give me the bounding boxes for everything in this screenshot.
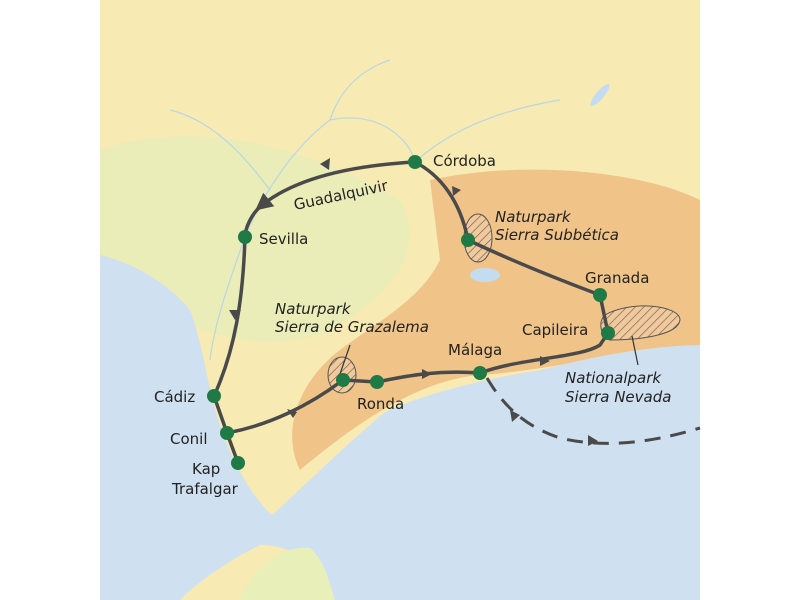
label-kap: Kap <box>192 460 220 478</box>
rivers <box>169 59 561 361</box>
leader-line <box>339 344 351 375</box>
label-park-grazalema-2: Sierra de Grazalema <box>275 318 429 336</box>
label-park-nevada-1: Nationalpark <box>565 369 662 387</box>
stop-subbetica[interactable] <box>461 233 475 247</box>
label-park-nevada-2: Sierra Nevada <box>565 388 671 406</box>
lake <box>470 268 500 282</box>
arrow-icon <box>422 369 432 379</box>
label-park-subbetica-1: Naturpark <box>495 208 572 226</box>
stop-cordoba[interactable] <box>408 155 422 169</box>
route-arrows <box>229 158 550 418</box>
stop-ronda[interactable] <box>370 375 384 389</box>
lake <box>590 83 610 107</box>
label-cordoba: Córdoba <box>433 152 496 170</box>
stop-conil[interactable] <box>220 426 234 440</box>
label-park-grazalema-1: Naturpark <box>275 300 352 318</box>
stop-granada[interactable] <box>593 288 607 302</box>
label-cadiz: Cádiz <box>154 388 195 406</box>
label-ronda: Ronda <box>357 395 404 413</box>
label-capileira: Capileira <box>522 321 588 339</box>
label-malaga: Málaga <box>448 341 502 359</box>
lowland-area <box>100 136 410 342</box>
label-conil: Conil <box>170 430 208 448</box>
label-sevilla: Sevilla <box>259 230 308 248</box>
stop-capileira[interactable] <box>601 326 615 340</box>
arrow-icon <box>588 435 598 446</box>
stop-kap-trafalgar[interactable] <box>231 456 245 470</box>
mountain-area <box>292 169 700 470</box>
ferry-route <box>485 377 701 445</box>
arrow-icon <box>510 410 520 422</box>
arrow-icon <box>229 310 241 320</box>
stop-cadiz[interactable] <box>207 389 221 403</box>
label-trafalgar: Trafalgar <box>171 480 239 498</box>
stop-malaga[interactable] <box>473 366 487 380</box>
arrow-icon <box>452 186 461 196</box>
sea <box>100 255 700 600</box>
stop-grazalema[interactable] <box>336 373 350 387</box>
arrow-icon <box>540 356 550 366</box>
arrow-icon <box>287 409 297 418</box>
leader-line <box>631 335 639 366</box>
africa-coast <box>240 547 335 600</box>
label-granada: Granada <box>585 269 649 287</box>
label-park-subbetica-2: Sierra Subbética <box>495 226 619 244</box>
stop-sevilla[interactable] <box>238 230 252 244</box>
arrow-icon <box>320 158 330 170</box>
stops <box>207 155 615 470</box>
